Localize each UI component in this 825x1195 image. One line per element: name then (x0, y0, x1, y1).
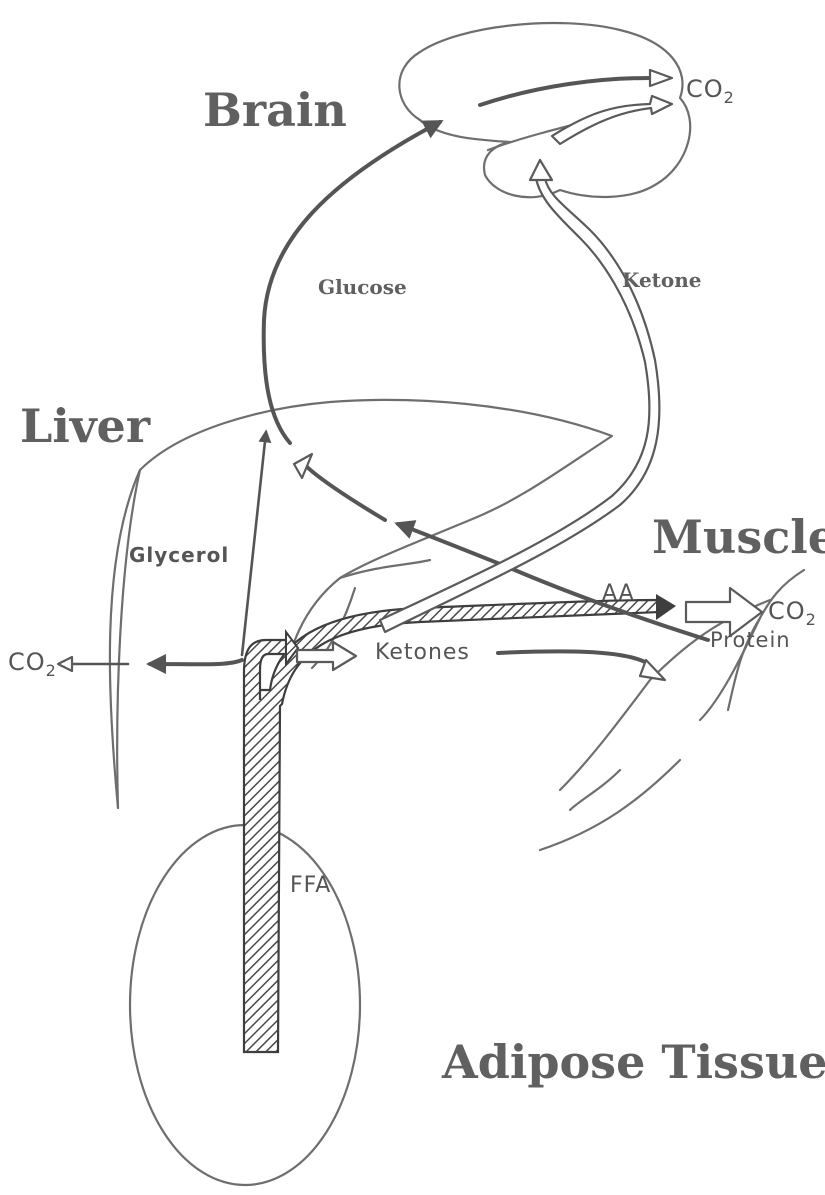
liver-co2-label: CO2 (8, 648, 57, 680)
muscle-co2-label: CO2 (768, 597, 817, 629)
liver-co2-arrow (58, 657, 242, 671)
ketone-label: Ketone (622, 268, 702, 292)
ketones-label: Ketones (375, 640, 470, 665)
glycerol-arrow (242, 432, 266, 655)
glucose-label: Glucose (318, 275, 407, 299)
ffa-label: FFA (290, 873, 331, 898)
liver-label: Liver (20, 399, 151, 453)
aa-label: AA (602, 581, 635, 606)
glycerol-label: Glycerol (129, 543, 229, 567)
ketones-to-muscle-arrow (498, 651, 665, 680)
muscle-label: Muscle (652, 510, 825, 564)
adipose-tissue-label: Adipose Tissue (441, 1035, 825, 1089)
brain-co2-label-1: CO2 (686, 75, 735, 107)
brain-label: Brain (203, 83, 347, 137)
ketone-hollow-arrow (380, 96, 672, 632)
protein-label: Protein (710, 628, 791, 652)
